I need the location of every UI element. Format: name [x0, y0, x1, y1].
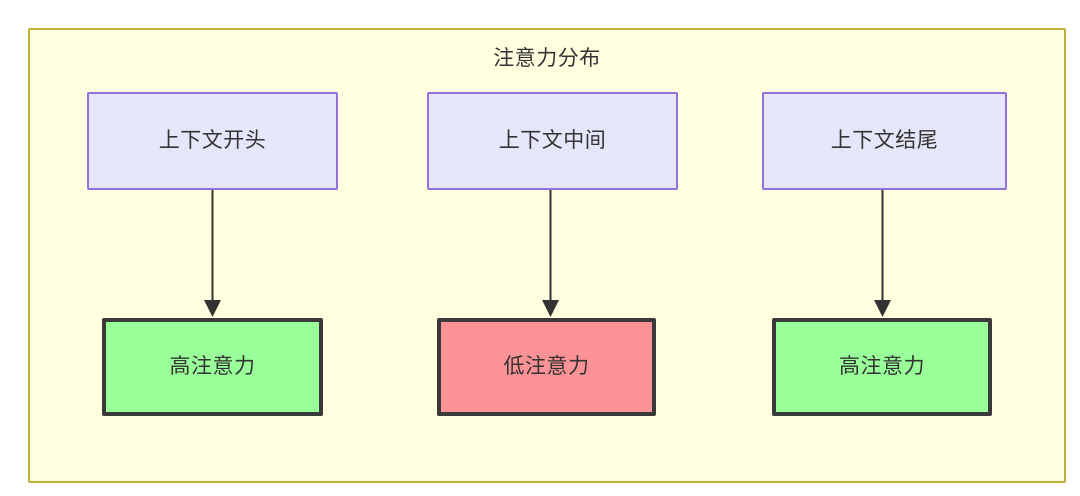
diagram-title: 注意力分布 — [493, 47, 601, 70]
node-attention-end[interactable]: 高注意力 — [772, 318, 992, 416]
node-label: 上下文结尾 — [830, 129, 939, 152]
node-label: 高注意力 — [169, 355, 256, 378]
node-context-start[interactable]: 上下文开头 — [87, 92, 338, 190]
node-context-middle[interactable]: 上下文中间 — [427, 92, 678, 190]
node-attention-start[interactable]: 高注意力 — [102, 318, 323, 416]
node-label: 低注意力 — [503, 355, 590, 378]
node-label: 上下文开头 — [158, 129, 267, 152]
node-context-end[interactable]: 上下文结尾 — [762, 92, 1007, 190]
node-label: 高注意力 — [839, 355, 925, 378]
node-attention-middle[interactable]: 低注意力 — [437, 318, 656, 416]
node-label: 上下文中间 — [498, 129, 607, 152]
